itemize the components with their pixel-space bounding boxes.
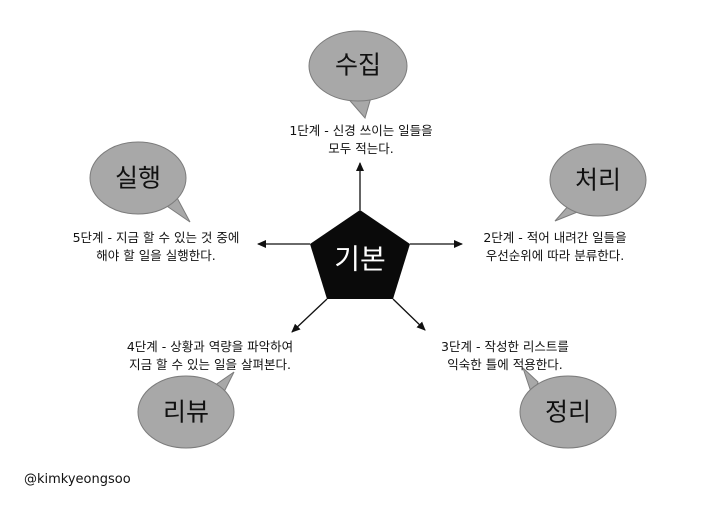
center-node: 기본 [310, 210, 410, 299]
arrow-to-organize [392, 298, 426, 331]
bubble-execute: 실행 [89, 141, 191, 223]
step-3-line-1: 3단계 - 작성한 리스트를 [441, 339, 569, 354]
step-4-line-1: 4단계 - 상황과 역량을 파악하여 [126, 339, 294, 354]
center-label: 기본 [334, 243, 386, 276]
step-5-line-2: 해야 할 일을 실행한다. [96, 248, 216, 263]
center-pentagon [310, 210, 410, 299]
bubble-review: 리뷰 [137, 371, 235, 449]
bubble-collect-shape [308, 30, 408, 102]
author-credit: @kimkyeongsoo [24, 472, 131, 487]
bubble-organize-shape [519, 375, 617, 449]
step-1-description: 1단계 - 신경 쓰이는 일들을 모두 적는다. [266, 122, 456, 158]
bubble-process: 처리 [549, 143, 647, 222]
step-2-line-1: 2단계 - 적어 내려간 일들을 [483, 230, 627, 245]
step-1-line-1: 1단계 - 신경 쓰이는 일들을 [289, 123, 433, 138]
step-2-description: 2단계 - 적어 내려간 일들을 우선순위에 따라 분류한다. [460, 229, 650, 265]
step-3-description: 3단계 - 작성한 리스트를 익숙한 틀에 적용한다. [410, 338, 600, 374]
step-5-description: 5단계 - 지금 할 수 있는 것 중에 해야 할 일을 실행한다. [56, 229, 256, 265]
bubble-review-shape [137, 375, 235, 449]
step-3-line-2: 익숙한 틀에 적용한다. [447, 357, 563, 372]
step-4-line-2: 지금 할 수 있는 일을 살펴본다. [129, 357, 291, 372]
bubble-organize: 정리 [519, 367, 617, 449]
bubble-collect-label: 수집 [335, 51, 381, 80]
bubble-execute-shape [89, 141, 187, 215]
bubble-organize-label: 정리 [545, 398, 591, 427]
bubble-process-shape [549, 143, 647, 217]
step-5-line-1: 5단계 - 지금 할 수 있는 것 중에 [72, 230, 240, 245]
bubble-review-label: 리뷰 [163, 398, 209, 427]
step-4-description: 4단계 - 상황과 역량을 파악하여 지금 할 수 있는 일을 살펴본다. [100, 338, 320, 374]
step-2-line-2: 우선순위에 따라 분류한다. [485, 248, 625, 263]
bubble-collect: 수집 [308, 30, 408, 120]
bubble-execute-label: 실행 [115, 164, 161, 193]
step-1-line-2: 모두 적는다. [328, 141, 394, 156]
arrow-to-review [291, 298, 328, 333]
bubble-process-label: 처리 [575, 166, 621, 195]
arrows [257, 162, 463, 333]
